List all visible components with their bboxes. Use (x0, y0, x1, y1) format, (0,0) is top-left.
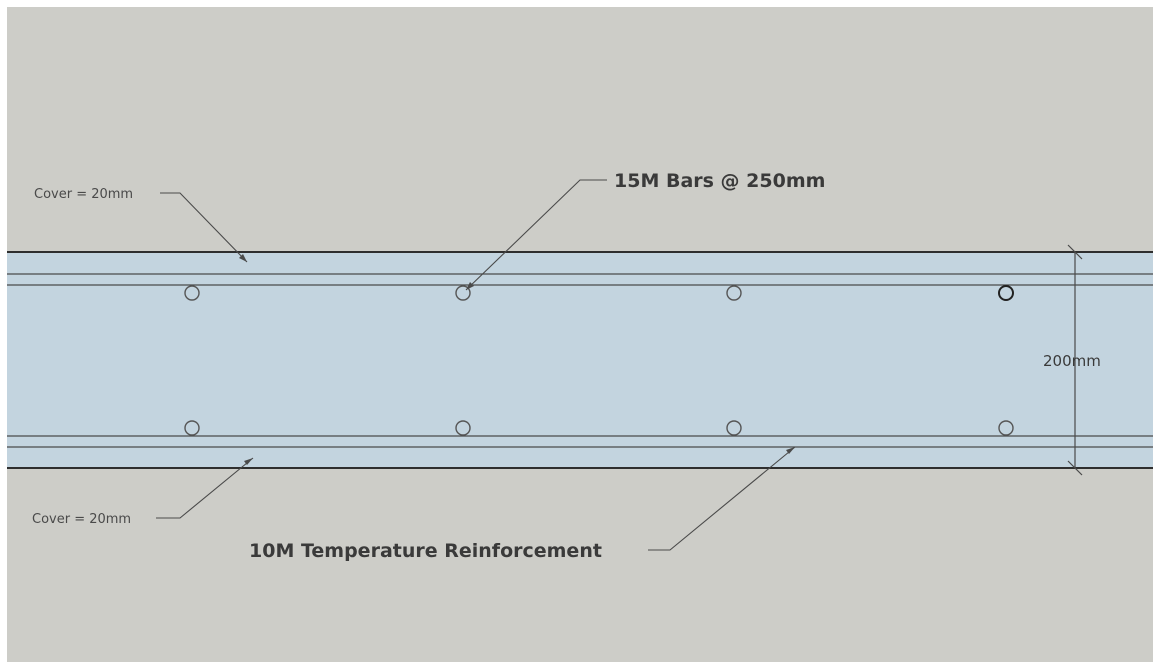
cover-top-label: Cover = 20mm (34, 187, 133, 202)
dimension-tick-bottom (1067, 460, 1083, 476)
top-bar (998, 285, 1014, 301)
top-bar (184, 285, 200, 301)
bottom-bar (998, 420, 1014, 436)
bottom-bar (184, 420, 200, 436)
bottom-bar (726, 420, 742, 436)
top-bar (455, 285, 471, 301)
top-bar (726, 285, 742, 301)
main-bars-leader (465, 179, 607, 291)
temp-reinf-arrowhead (786, 447, 795, 454)
main-bars-arrowhead (466, 282, 474, 290)
temp-reinf-leader (648, 446, 796, 551)
dimension-tick-top (1067, 244, 1083, 260)
thickness-label: 200mm (1043, 352, 1101, 370)
cover-top-leader (160, 192, 248, 263)
cover-bottom-arrowhead (244, 458, 253, 465)
cover-top-arrowhead (239, 254, 247, 262)
main-bars-label: 15M Bars @ 250mm (614, 170, 825, 192)
cover-bottom-label: Cover = 20mm (32, 512, 131, 527)
temp-reinf-label: 10M Temperature Reinforcement (249, 540, 602, 562)
cover-bottom-leader (156, 457, 254, 519)
bottom-bar (455, 420, 471, 436)
